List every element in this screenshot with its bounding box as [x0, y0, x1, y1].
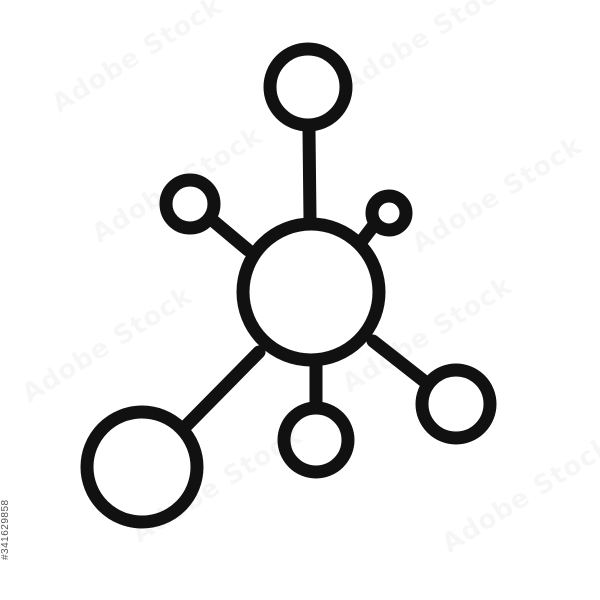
hub-node	[236, 217, 386, 367]
connector-right	[366, 334, 431, 388]
stock-id-label: #341629858	[0, 499, 11, 560]
connector-lower-left	[177, 345, 266, 435]
node-lower-left	[80, 405, 204, 529]
node-upper-left	[159, 173, 221, 235]
connector-top	[302, 124, 317, 226]
node-upper-right	[365, 189, 413, 237]
node-bottom	[277, 401, 355, 479]
node-right	[415, 363, 497, 445]
connector-upper-left	[204, 212, 255, 257]
node-top	[263, 42, 353, 132]
